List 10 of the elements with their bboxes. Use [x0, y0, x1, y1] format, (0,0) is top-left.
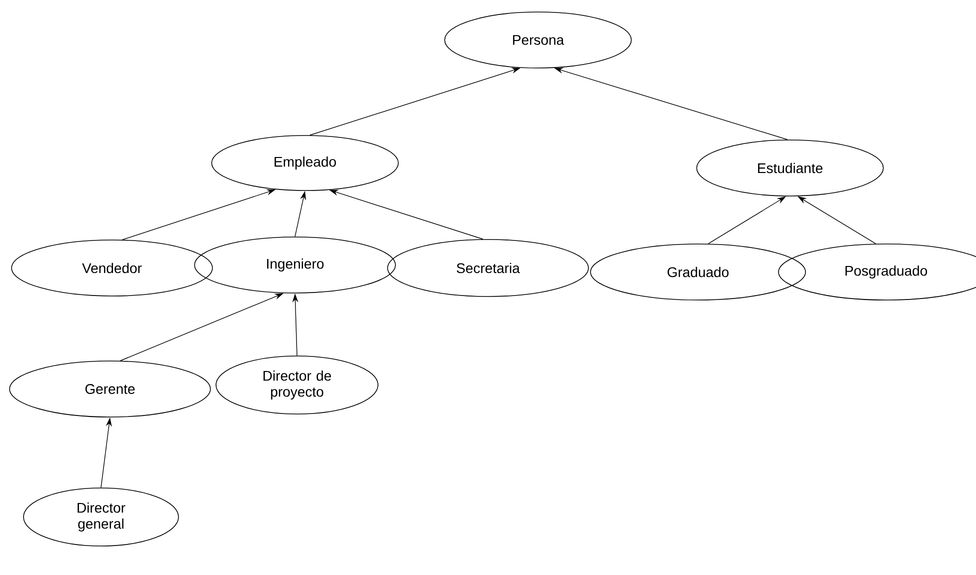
ellipse-node: Gerente	[9, 360, 211, 418]
ellipse-node: Director de proyecto	[216, 356, 378, 414]
ellipse-node: Estudiante	[696, 140, 884, 196]
ellipse-node: Vendedor	[11, 240, 213, 296]
ellipse-node: Graduado	[590, 244, 806, 300]
ellipse-node: Ingeniero	[194, 236, 396, 294]
ellipse-node: Persona	[444, 12, 632, 68]
ellipse-node: Empleado	[211, 135, 399, 191]
ellipse-node: Director general	[23, 488, 179, 546]
ellipse-node: Secretaria	[387, 239, 589, 297]
